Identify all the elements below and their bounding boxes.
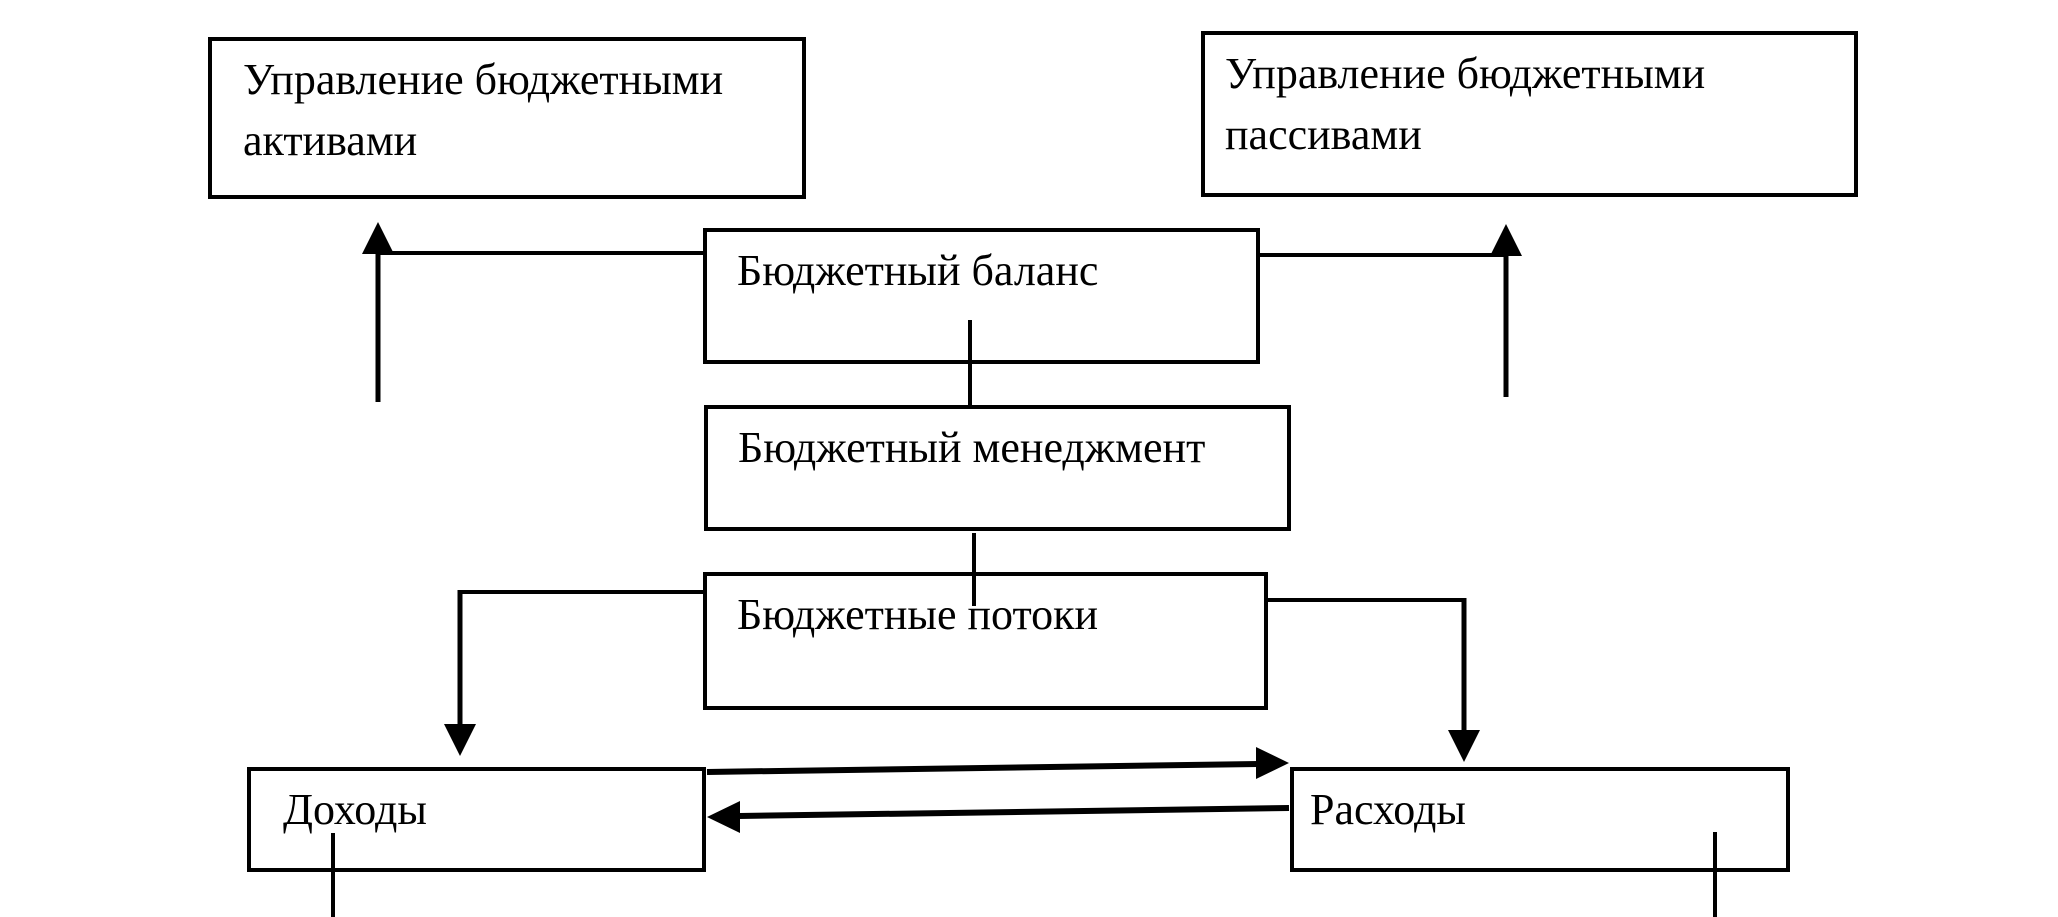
arrow-flows-to-expenses — [1266, 598, 1480, 762]
box-budget-management: Бюджетный менеджмент — [704, 405, 1291, 531]
arrowhead-down-icon — [444, 724, 476, 756]
arrowhead-right-icon — [1256, 747, 1289, 779]
arrow-expenses-to-incomes — [707, 801, 1290, 833]
box-label: Бюджетные потоки — [737, 590, 1099, 639]
box-label: Управление бюджетными активами — [243, 55, 724, 165]
box-budget-assets-management: Управление бюджетными активами — [208, 37, 806, 199]
arrowhead-up-icon — [1490, 224, 1522, 256]
box-label: Расходы — [1310, 785, 1466, 834]
arrowhead-down-icon — [1448, 730, 1480, 762]
arrowhead-up-icon — [362, 222, 394, 254]
arrowhead-left-icon — [707, 801, 740, 833]
box-expenses: Расходы — [1290, 767, 1790, 872]
box-label: Управление бюджетными пассивами — [1225, 49, 1706, 159]
box-budget-balance: Бюджетный баланс — [703, 228, 1260, 364]
box-budget-flows: Бюджетные потоки — [703, 572, 1268, 710]
box-label: Доходы — [283, 785, 427, 834]
arrow-balance-to-liabilities — [1258, 224, 1522, 397]
arrow-balance-to-assets — [362, 222, 705, 402]
arrow-incomes-to-expenses — [706, 747, 1289, 779]
arrow-flows-to-incomes — [444, 590, 705, 756]
box-label: Бюджетный баланс — [737, 246, 1099, 295]
box-budget-liabilities-management: Управление бюджетными пассивами — [1201, 31, 1858, 197]
box-label: Бюджетный менеджмент — [738, 423, 1206, 472]
box-incomes: Доходы — [247, 767, 706, 872]
